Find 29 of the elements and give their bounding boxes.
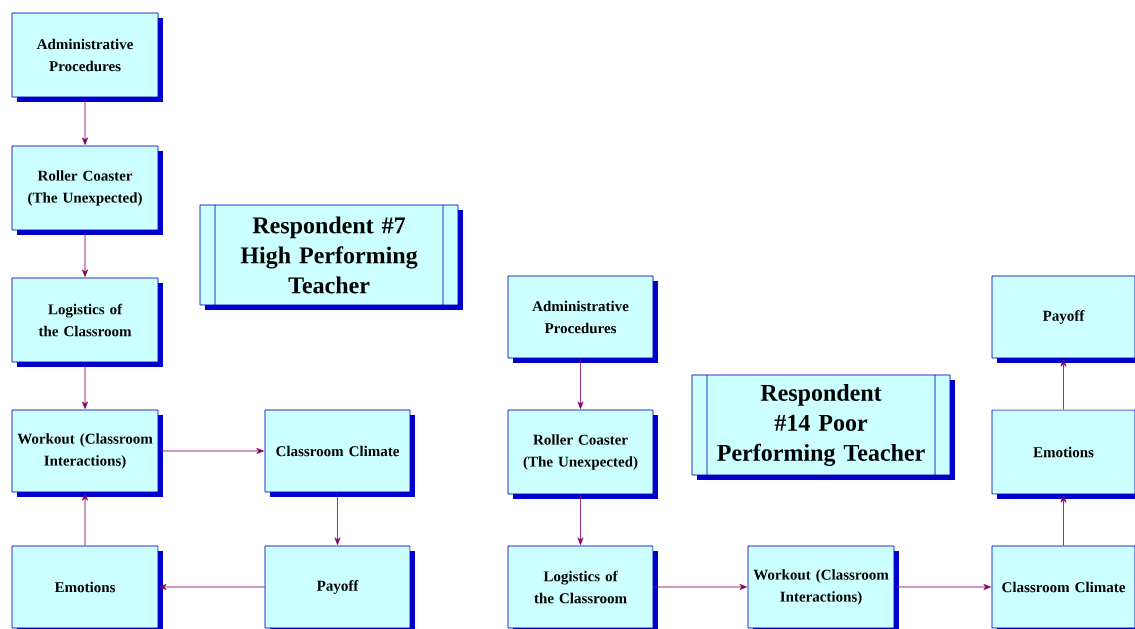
process-box: Workout (Classroom Interactions)	[747, 545, 899, 629]
process-box: Administrative Procedures	[507, 275, 658, 363]
process-box: Emotions	[991, 409, 1135, 499]
process-box: Emotions	[11, 545, 163, 629]
process-box: Payoff	[991, 275, 1135, 363]
arrow	[653, 584, 747, 590]
process-box: Classroom Climate	[264, 409, 415, 497]
process-box: Logistics of the Classroom	[11, 277, 163, 367]
arrow	[1060, 359, 1067, 410]
arrow	[158, 448, 264, 454]
process-box: Administrative Procedures	[11, 12, 163, 102]
arrow	[82, 230, 88, 277]
arrow	[577, 494, 584, 545]
process-box: Classroom Climate	[991, 545, 1135, 629]
arrow	[577, 358, 584, 409]
title-box: Respondent #7 High Performing Teacher	[199, 204, 463, 310]
process-box: Roller Coaster (The Unexpected)	[507, 409, 658, 499]
arrow	[82, 362, 88, 409]
process-box: Logistics of the Classroom	[507, 545, 658, 629]
process-box: Roller Coaster (The Unexpected)	[11, 145, 163, 235]
arrow	[894, 584, 991, 590]
arrow	[159, 584, 265, 590]
arrow	[82, 97, 88, 145]
process-box: Payoff	[264, 545, 415, 629]
arrow	[334, 492, 341, 545]
title-box: Respondent #14 Poor Performing Teacher	[691, 374, 955, 480]
process-box: Workout (Classroom Interactions)	[11, 409, 163, 497]
arrow	[82, 493, 88, 546]
arrow	[1060, 495, 1067, 546]
